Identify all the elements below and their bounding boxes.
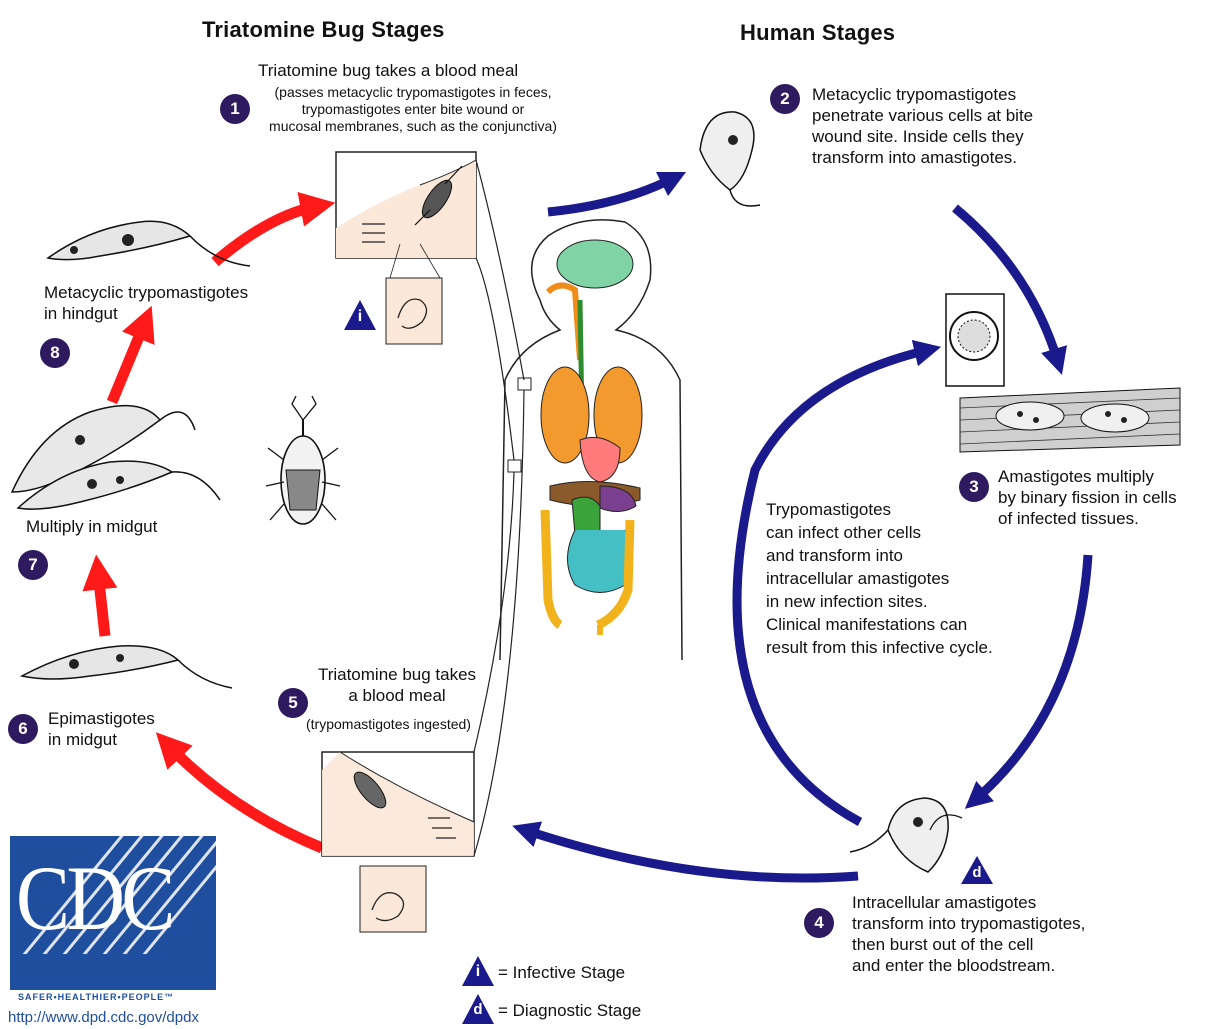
epimastigote-midgut-multiply bbox=[12, 406, 220, 510]
arrow-4-to-5 bbox=[525, 830, 858, 878]
trypomastigote-bite-site bbox=[700, 112, 760, 206]
legend-infective-label: = Infective Stage bbox=[498, 962, 625, 983]
arrow-8-to-1 bbox=[215, 206, 318, 262]
infected-tissue-amastigotes bbox=[946, 294, 1180, 452]
legend-diagnostic-label: = Diagnostic Stage bbox=[498, 1000, 641, 1021]
bug-stages-heading: Triatomine Bug Stages bbox=[202, 17, 445, 43]
arrow-7-to-8 bbox=[112, 322, 145, 402]
triatomine-bug-illustration bbox=[266, 396, 340, 524]
legend-diagnostic-letter: d bbox=[470, 1001, 486, 1018]
legend-infective-letter: i bbox=[470, 963, 486, 981]
step-8-text: Metacyclic trypomastigotes in hindgut bbox=[44, 282, 304, 324]
human-body-illustration bbox=[474, 160, 682, 856]
human-stages-heading: Human Stages bbox=[740, 20, 895, 46]
step-5-detail: (trypomastigotes ingested) bbox=[306, 716, 471, 733]
cdc-url-link[interactable]: http://www.dpd.cdc.gov/dpdx bbox=[8, 1009, 199, 1026]
cdc-tagline: SAFER•HEALTHIER•PEOPLE™ bbox=[18, 992, 174, 1002]
step-1-detail: (passes metacyclic trypomastigotes in fe… bbox=[248, 84, 578, 135]
step-6-text: Epimastigotes in midgut bbox=[48, 708, 208, 750]
bug-bite-inset-5 bbox=[322, 752, 474, 932]
arrow-1-to-2 bbox=[548, 178, 674, 212]
epimastigote-midgut bbox=[22, 646, 232, 688]
step-4-badge: 4 bbox=[804, 908, 834, 938]
step-7-badge: 7 bbox=[18, 550, 48, 580]
arrow-6-to-7 bbox=[98, 572, 105, 636]
step-4-text: Intracellular amastigotes transform into… bbox=[852, 892, 1152, 976]
step-6-badge: 6 bbox=[8, 714, 38, 744]
step-3-text: Amastigotes multiply by binary fission i… bbox=[998, 466, 1208, 529]
infective-stage-letter: i bbox=[352, 308, 368, 326]
step-8-badge: 8 bbox=[40, 338, 70, 368]
arrow-5-to-6 bbox=[168, 745, 322, 848]
reinfection-note: Trypomastigotes can infect other cells a… bbox=[766, 498, 1026, 659]
step-7-text: Multiply in midgut bbox=[26, 516, 157, 537]
step-5-title: Triatomine bug takes a blood meal bbox=[302, 664, 492, 706]
diagnostic-stage-letter: d bbox=[969, 864, 985, 881]
cdc-logo: CDC bbox=[10, 836, 216, 990]
trypomastigote-bloodstream bbox=[850, 798, 962, 872]
step-2-text: Metacyclic trypomastigotes penetrate var… bbox=[812, 84, 1112, 168]
step-1-badge: 1 bbox=[220, 94, 250, 124]
step-2-badge: 2 bbox=[770, 84, 800, 114]
step-1-title: Triatomine bug takes a blood meal bbox=[258, 60, 518, 81]
cdc-logo-letters: CDC bbox=[16, 850, 172, 946]
